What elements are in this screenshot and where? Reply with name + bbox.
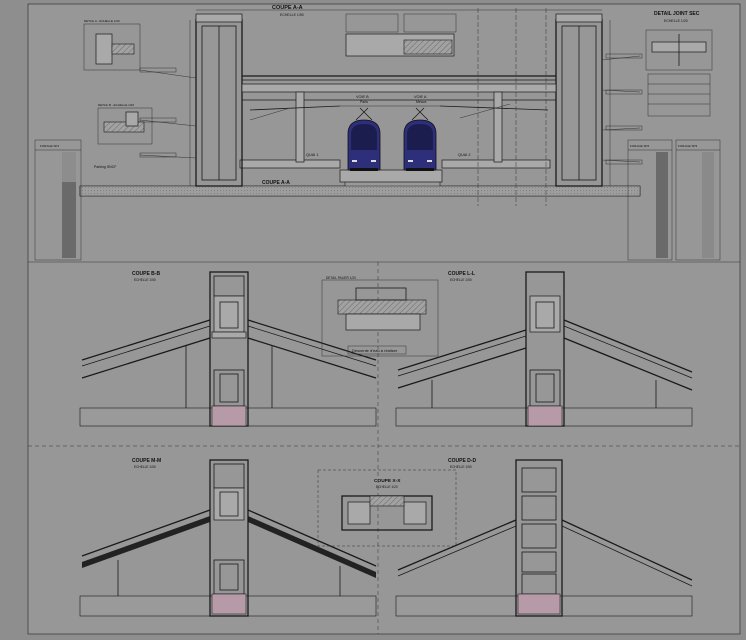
coupe-aa-view: COUPE A-A COUPE A-A ECHELLE 1/50 DETAIL … xyxy=(34,5,721,261)
soil-right-b-header: FORAGE SP3 xyxy=(678,144,698,148)
coupe-aa-scale: ECHELLE 1/50 xyxy=(280,13,304,17)
detail-b-inset: DETAIL B - ECHELLE 1/20 xyxy=(97,103,153,145)
joint-sec-scale: ECHELLE 1/20 xyxy=(664,19,688,23)
detail-palier-title: DETAIL PALIER 1/20 xyxy=(326,276,356,280)
parking-label: Parking SNCF xyxy=(94,165,116,169)
coupe-aa-title: COUPE A-A xyxy=(272,5,303,11)
coupe-dd-view: COUPE D-D ECHELLE 1/50 xyxy=(395,458,693,617)
tram-voie-a xyxy=(403,107,437,171)
detail-palier-view: DETAIL PALIER 1/20 Descente d'eau à réal… xyxy=(321,276,439,357)
soil-table-left: FORAGE SP1 xyxy=(34,139,82,261)
coupe-ll-scale: ECHELLE 1/50 xyxy=(450,278,472,282)
coupe-bb-view: COUPE B-B ECHELLE 1/50 xyxy=(79,271,377,427)
soil-right-a-header: FORAGE SP2 xyxy=(630,144,650,148)
coupe-mm-title: COUPE M-M xyxy=(132,458,161,464)
quai-2-label: QUAI 2 xyxy=(458,153,470,157)
soil-table-right-b: FORAGE SP3 xyxy=(675,139,721,261)
detail-a-inset: DETAIL A - ECHELLE 1/20 xyxy=(83,19,141,71)
coupe-xx-scale: ECHELLE 1/20 xyxy=(376,485,398,489)
coupe-mm-view: COUPE M-M ECHELLE 1/50 xyxy=(79,458,377,617)
quai-1-label: QUAI 1 xyxy=(306,153,318,157)
coupe-aa-bottom-title: COUPE A-A xyxy=(262,180,290,186)
coupe-xx-title: COUPE X-X xyxy=(374,478,401,484)
coupe-ll-title: COUPE L-L xyxy=(448,271,475,277)
coupe-mm-scale: ECHELLE 1/50 xyxy=(134,465,156,469)
coupe-xx-view: COUPE X-X ECHELLE 1/20 xyxy=(317,469,457,547)
detail-joint-sec: DETAIL JOINT SEC ECHELLE 1/20 xyxy=(645,11,713,117)
tram-voie-b xyxy=(347,107,381,171)
detail-a-title: DETAIL A - ECHELLE 1/20 xyxy=(84,19,120,23)
voie-b-sub: Paris xyxy=(360,100,368,104)
voie-a-sub: Meaux xyxy=(416,100,427,104)
voie-a-label: VOIE A xyxy=(414,95,427,99)
coupe-dd-scale: ECHELLE 1/50 xyxy=(450,465,472,469)
detail-palier-caption: Descente d'eau à réaliser xyxy=(352,348,398,353)
coupe-bb-title: COUPE B-B xyxy=(132,271,160,277)
soil-table-right-a: FORAGE SP2 xyxy=(627,139,673,261)
joint-sec-title: DETAIL JOINT SEC xyxy=(654,11,700,17)
voie-b-label: VOIE B xyxy=(356,95,369,99)
coupe-dd-title: COUPE D-D xyxy=(448,458,476,464)
soil-left-header: FORAGE SP1 xyxy=(40,144,60,148)
coupe-bb-scale: ECHELLE 1/50 xyxy=(134,278,156,282)
detail-b-title: DETAIL B - ECHELLE 1/20 xyxy=(98,103,134,107)
coupe-ll-view: COUPE L-L ECHELLE 1/50 xyxy=(395,271,693,427)
